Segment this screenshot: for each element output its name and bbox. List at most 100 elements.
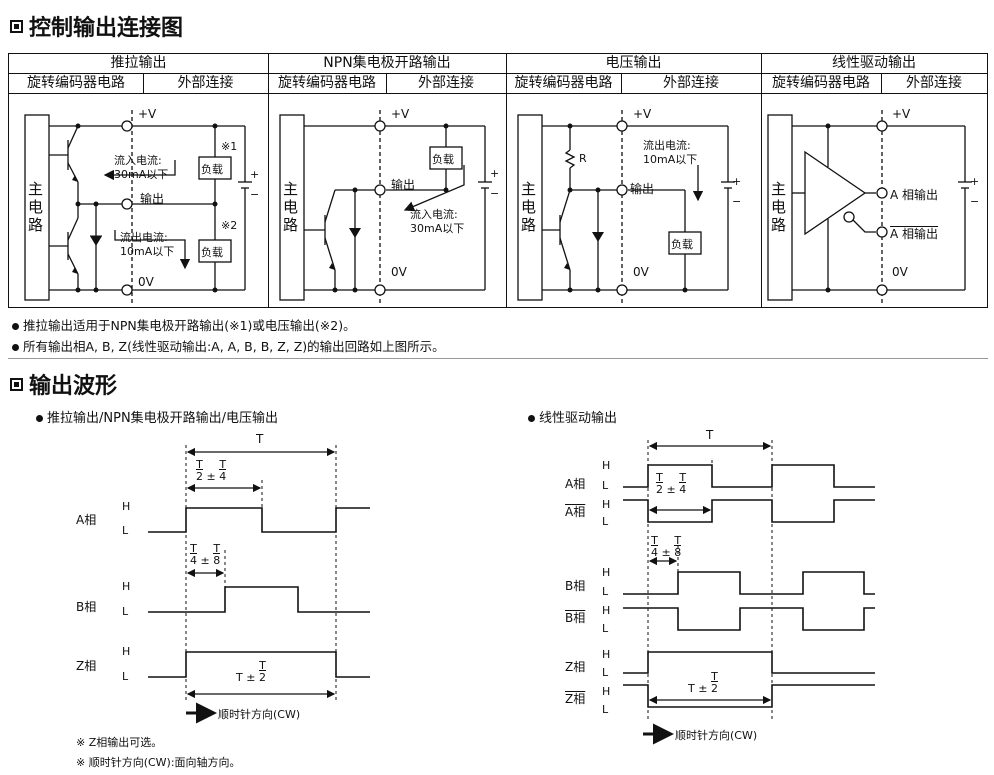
col-header-line-driver: 线性驱动输出 bbox=[832, 55, 916, 71]
note-1: 推拉输出适用于NPN集电极开路输出(※1)或电压输出(※2)。 bbox=[12, 315, 356, 334]
label-a-phase: A相 bbox=[565, 477, 586, 491]
label-zero-v: 0V bbox=[892, 265, 908, 279]
label-main-circuit: 主电路 bbox=[771, 180, 787, 234]
label-resistor: R bbox=[579, 152, 587, 165]
label-low: L bbox=[602, 703, 609, 716]
label-low: L bbox=[122, 670, 129, 683]
label-load: 负载 bbox=[201, 163, 223, 176]
label-inflow: 流入电流: bbox=[114, 154, 162, 167]
label-mark1: ※1 bbox=[221, 140, 238, 153]
col-header-push-pull: 推拉输出 bbox=[110, 55, 167, 71]
label-zbar-phase: Z相 bbox=[565, 692, 586, 706]
label-low: L bbox=[122, 605, 129, 618]
note-z-optional: ※ Z相输出可选。 bbox=[76, 736, 163, 749]
label-low: L bbox=[602, 622, 609, 635]
label-main-circuit: 主电路 bbox=[28, 180, 44, 234]
label-30ma: 30mA以下 bbox=[410, 222, 465, 235]
label-10ma: 10mA以下 bbox=[120, 245, 175, 258]
label-minus: − bbox=[732, 195, 742, 208]
label-high: H bbox=[122, 645, 131, 658]
label-minus: − bbox=[970, 195, 980, 208]
label-cw-direction: 顺时针方向(CW) bbox=[218, 708, 301, 721]
label-30ma: 30mA以下 bbox=[114, 168, 169, 181]
note-cw-definition: ※ 顺时针方向(CW):面向轴方向。 bbox=[76, 756, 241, 769]
label-main-circuit: 主电路 bbox=[521, 180, 537, 234]
label-plus: + bbox=[732, 175, 742, 188]
label-plus: + bbox=[250, 168, 260, 181]
sub-header-encoder: 旋转编码器电路 bbox=[278, 75, 376, 91]
label-zero-v: 0V bbox=[391, 265, 407, 279]
label-plus-v: +V bbox=[138, 107, 157, 121]
col-header-npn: NPN集电极开路输出 bbox=[323, 55, 451, 71]
label-plus-v: +V bbox=[391, 107, 410, 121]
label-abar-output: A 相输出 bbox=[890, 227, 939, 241]
section-title-connection: 控制输出连接图 bbox=[10, 10, 183, 42]
circuit-npn bbox=[279, 110, 492, 305]
label-zero-v: 0V bbox=[138, 275, 154, 289]
note-2: 所有输出相A, B, Z(线性驱动输出:A, A, B, B, Z, Z)的输出… bbox=[12, 336, 445, 355]
label-minus: − bbox=[490, 187, 500, 200]
square-bullet-icon bbox=[10, 377, 23, 391]
label-output: 输出 bbox=[140, 192, 165, 206]
label-b-phase: B相 bbox=[76, 600, 97, 614]
label-minus: − bbox=[250, 188, 260, 201]
label-output: 输出 bbox=[630, 182, 655, 196]
section-title-waveform: 输出波形 bbox=[10, 368, 117, 400]
waveform-left-title: 推拉输出/NPN集电极开路输出/电压输出 bbox=[36, 407, 278, 426]
label-output: 输出 bbox=[391, 178, 416, 192]
label-z-phase: Z相 bbox=[76, 659, 97, 673]
label-10ma: 10mA以下 bbox=[643, 153, 698, 166]
label-inflow: 流入电流: bbox=[410, 208, 458, 221]
label-low: L bbox=[602, 666, 609, 679]
circuit-line-driver bbox=[767, 110, 972, 305]
label-zero-v: 0V bbox=[633, 265, 649, 279]
square-bullet-icon bbox=[10, 19, 23, 33]
waveform-right-title: 线性驱动输出 bbox=[528, 407, 617, 426]
label-a-output: A 相输出 bbox=[890, 188, 939, 202]
label-high: H bbox=[602, 459, 611, 472]
label-outflow: 流出电流: bbox=[643, 139, 691, 152]
label-load: 负载 bbox=[432, 153, 454, 166]
label-low: L bbox=[602, 585, 609, 598]
sub-header-encoder: 旋转编码器电路 bbox=[514, 75, 613, 91]
label-high: H bbox=[122, 500, 131, 513]
label-low: L bbox=[602, 515, 609, 528]
label-outflow: 流出电流: bbox=[120, 231, 168, 244]
label-plus-v: +V bbox=[892, 107, 911, 121]
sub-header-encoder: 旋转编码器电路 bbox=[772, 75, 870, 91]
label-a-phase: A相 bbox=[76, 513, 97, 527]
label-b-phase: B相 bbox=[565, 579, 586, 593]
label-cw-direction: 顺时针方向(CW) bbox=[675, 729, 758, 742]
label-low: L bbox=[602, 479, 609, 492]
label-load: 负载 bbox=[671, 238, 693, 251]
sub-header-encoder: 旋转编码器电路 bbox=[27, 75, 125, 91]
connection-table: 推拉输出 NPN集电极开路输出 电压输出 线性驱动输出 旋转编码器电路 外部连接… bbox=[8, 53, 988, 308]
label-main-circuit: 主电路 bbox=[283, 180, 299, 234]
label-mark2: ※2 bbox=[221, 219, 238, 232]
circuit-voltage bbox=[517, 110, 735, 305]
sub-header-external: 外部连接 bbox=[663, 75, 719, 91]
label-high: H bbox=[602, 685, 611, 698]
label-plus-v: +V bbox=[633, 107, 652, 121]
sub-header-external: 外部连接 bbox=[177, 75, 234, 91]
label-z-phase: Z相 bbox=[565, 660, 586, 674]
label-period: T bbox=[256, 432, 264, 446]
sub-header-external: 外部连接 bbox=[418, 75, 474, 91]
label-period: T bbox=[706, 428, 714, 442]
circuit-diagrams bbox=[24, 110, 972, 305]
label-load: 负载 bbox=[201, 246, 223, 259]
label-high: H bbox=[602, 498, 611, 511]
label-plus: + bbox=[970, 175, 980, 188]
label-high: H bbox=[602, 566, 611, 579]
label-bbar-phase: B相 bbox=[565, 611, 586, 625]
label-high: H bbox=[602, 604, 611, 617]
sub-header-external: 外部连接 bbox=[906, 75, 962, 91]
waveform-diagrams bbox=[148, 440, 875, 745]
label-low: L bbox=[122, 524, 129, 537]
